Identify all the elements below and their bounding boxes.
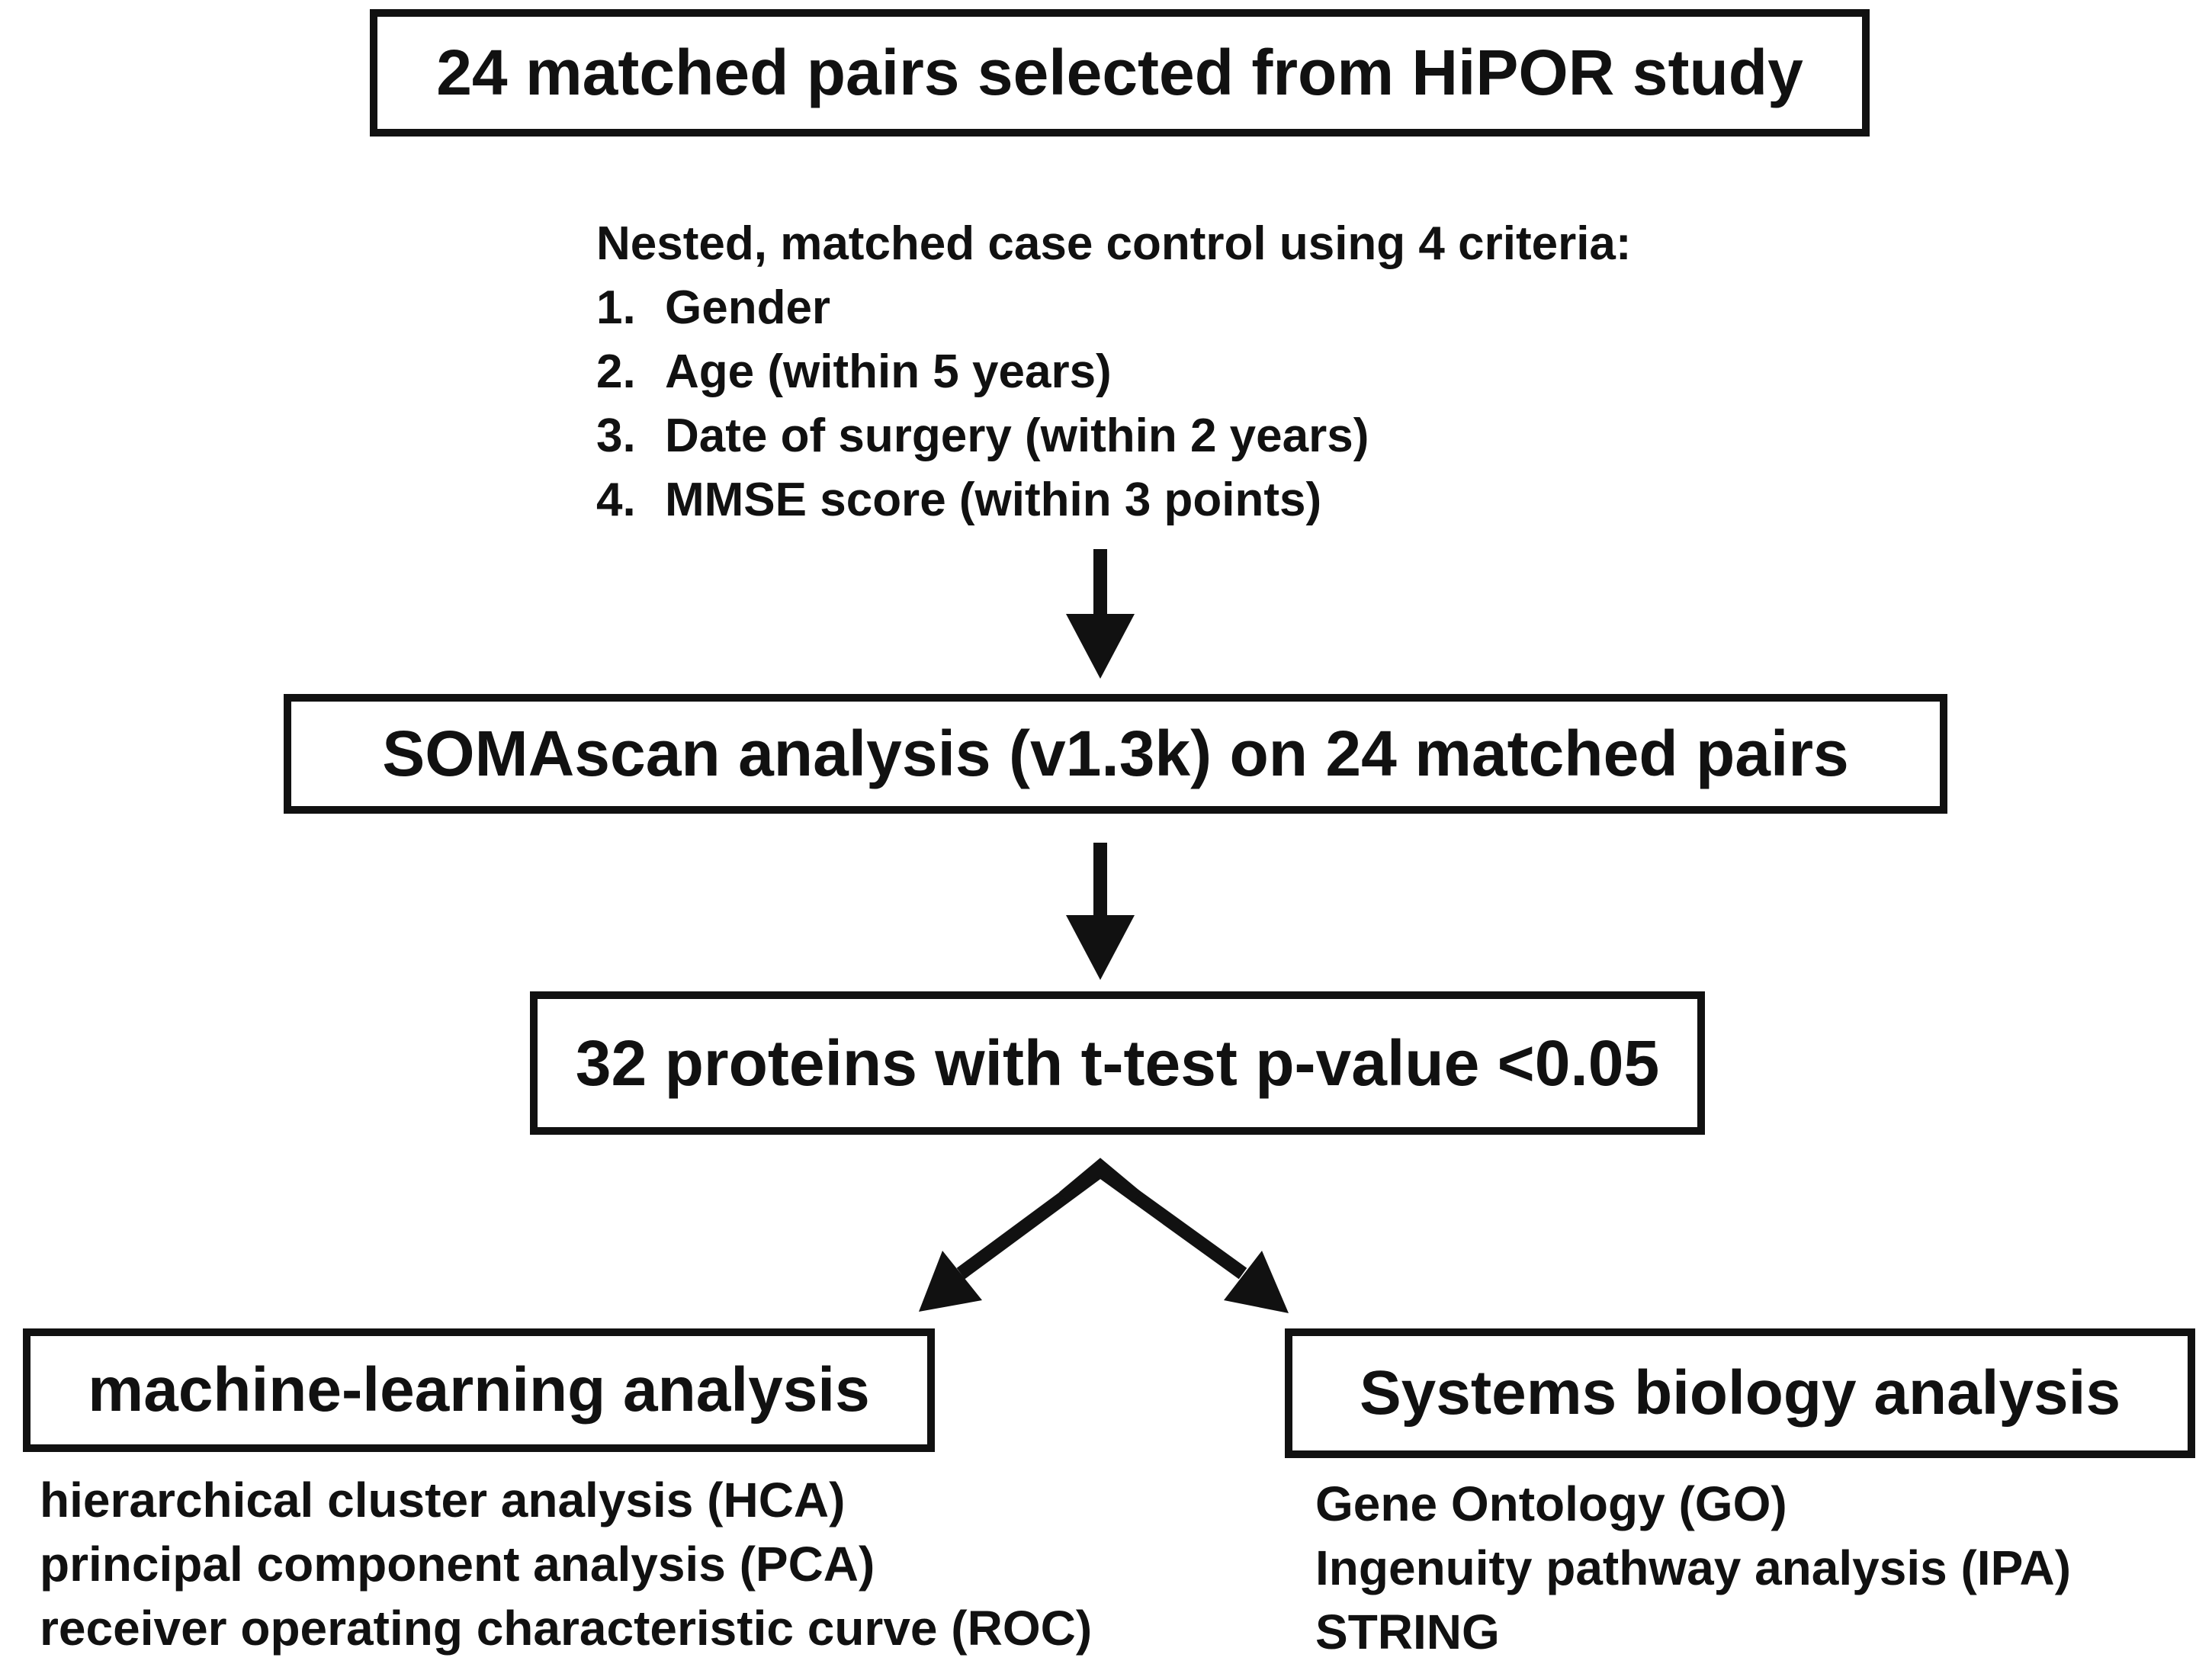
matching-criteria: Nested, matched case control using 4 cri… xyxy=(596,212,1632,532)
criteria-item-number: 2. xyxy=(596,345,636,398)
criteria-item-number: 4. xyxy=(596,474,636,526)
split-arrow-left xyxy=(919,1164,1105,1312)
down-arrow xyxy=(1066,843,1135,980)
criteria-item: 2. Age (within 5 years) xyxy=(596,340,1632,404)
criteria-item-number: 1. xyxy=(596,281,636,334)
criteria-item-text: Age (within 5 years) xyxy=(665,345,1112,398)
method-item: principal component analysis (PCA) xyxy=(40,1537,875,1592)
box-significant-proteins-label: 32 proteins with t-test p-value <0.05 xyxy=(575,1026,1660,1099)
criteria-item-text: Gender xyxy=(665,281,831,334)
split-apex xyxy=(1059,1158,1141,1203)
box-systems-biology-label: Systems biology analysis xyxy=(1359,1358,2121,1428)
criteria-item-number: 3. xyxy=(596,410,636,462)
method-item: Ingenuity pathway analysis (IPA) xyxy=(1315,1540,2072,1595)
box-somascan-analysis: SOMAscan analysis (v1.3k) on 24 matched … xyxy=(284,694,1947,814)
criteria-item-text: Date of surgery (within 2 years) xyxy=(665,410,1369,462)
criteria-item: 4. MMSE score (within 3 points) xyxy=(596,468,1632,532)
box-significant-proteins: 32 proteins with t-test p-value <0.05 xyxy=(530,991,1705,1135)
method-item: Gene Ontology (GO) xyxy=(1315,1476,1787,1531)
method-item: receiver operating characteristic curve … xyxy=(40,1601,1093,1656)
box-somascan-analysis-label: SOMAscan analysis (v1.3k) on 24 matched … xyxy=(382,718,1849,789)
box-machine-learning-label: machine-learning analysis xyxy=(88,1355,870,1425)
systems-biology-methods: Gene Ontology (GO) Ingenuity pathway ana… xyxy=(1315,1472,2071,1664)
machine-learning-methods: hierarchical cluster analysis (HCA) prin… xyxy=(40,1468,1092,1660)
split-arrow-right xyxy=(1096,1164,1289,1313)
criteria-heading: Nested, matched case control using 4 cri… xyxy=(596,217,1632,270)
criteria-item-text: MMSE score (within 3 points) xyxy=(665,474,1322,526)
box-systems-biology: Systems biology analysis xyxy=(1285,1328,2195,1458)
box-machine-learning: machine-learning analysis xyxy=(23,1328,935,1452)
box-hipor-pairs-label: 24 matched pairs selected from HiPOR stu… xyxy=(436,37,1803,108)
method-item: STRING xyxy=(1315,1605,1500,1659)
criteria-item: 1. Gender xyxy=(596,276,1632,340)
criteria-item: 3. Date of surgery (within 2 years) xyxy=(596,404,1632,468)
down-arrow xyxy=(1066,549,1135,679)
box-hipor-pairs: 24 matched pairs selected from HiPOR stu… xyxy=(370,9,1870,137)
method-item: hierarchical cluster analysis (HCA) xyxy=(40,1473,846,1527)
